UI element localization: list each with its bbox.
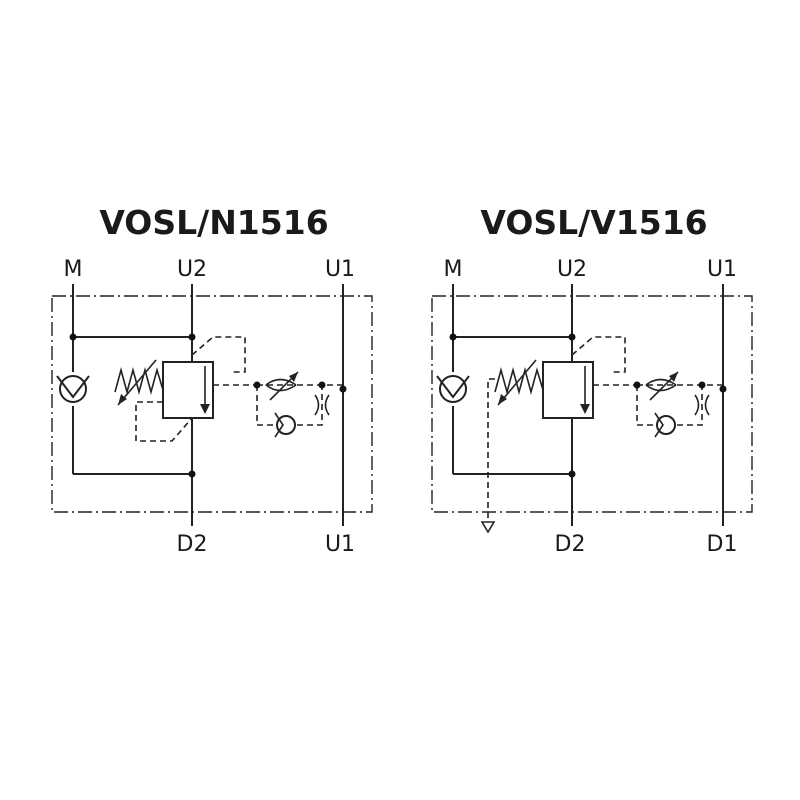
junction-dots — [69, 333, 347, 478]
check-valve-symbol — [56, 375, 90, 403]
tank-symbol — [480, 521, 496, 534]
port-label-top-mid: U2 — [177, 257, 207, 282]
diagram-vosl-v1516: VOSL/V1516 M U2 U1 D2 D1 — [431, 203, 753, 557]
port-label-bottom-right: U1 — [325, 532, 355, 557]
port-label-top-right: U1 — [325, 257, 355, 282]
port-label-m: M — [444, 257, 463, 282]
hydraulic-lines — [72, 284, 344, 526]
drain-line — [487, 378, 495, 522]
relief-valve-symbol — [114, 336, 257, 442]
port-label-bottom-right: D1 — [707, 532, 738, 557]
check-valve-symbol — [436, 375, 470, 403]
port-label-top-right: U1 — [707, 257, 737, 282]
port-label-m: M — [64, 257, 83, 282]
valve-body-outline — [431, 295, 753, 513]
port-label-bottom-mid: D2 — [555, 532, 586, 557]
hydraulic-lines — [452, 284, 724, 526]
valve-body-outline — [51, 295, 373, 513]
diagram-title: VOSL/V1516 — [480, 203, 707, 242]
throttle-check-symbol — [256, 371, 343, 438]
port-label-top-mid: U2 — [557, 257, 587, 282]
port-label-bottom-mid: D2 — [177, 532, 208, 557]
throttle-check-symbol — [636, 371, 723, 438]
junction-dots — [449, 333, 727, 478]
diagram-title: VOSL/N1516 — [99, 203, 328, 242]
diagram-vosl-n1516: VOSL/N1516 M U2 U1 D2 U1 — [51, 203, 373, 557]
relief-valve-symbol — [480, 336, 637, 534]
